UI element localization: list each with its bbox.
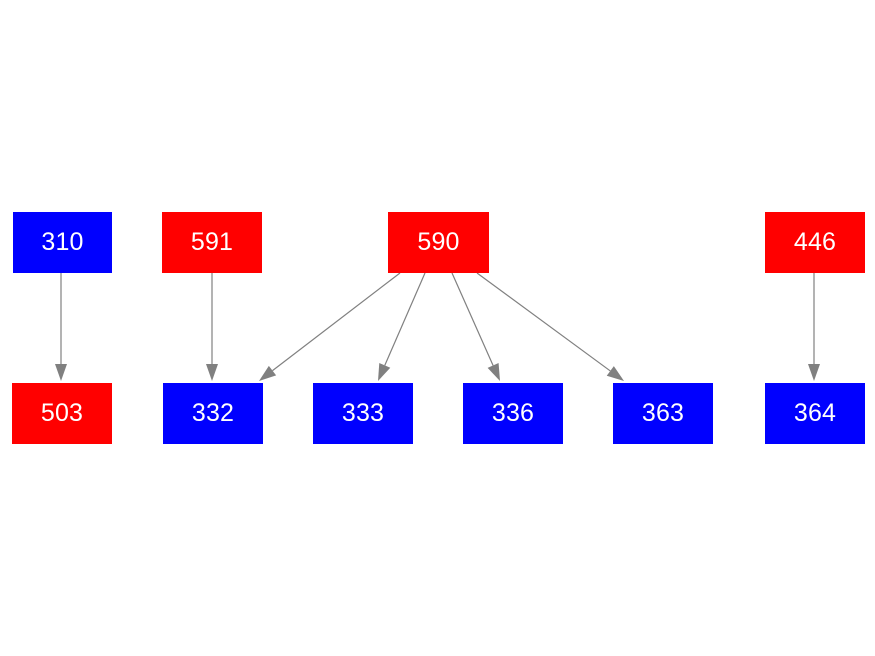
node-label: 364 — [793, 399, 837, 427]
node-label: 310 — [41, 228, 84, 256]
edge-446-to-364 — [808, 273, 820, 381]
node-label: 336 — [491, 399, 535, 427]
graph-node-336[interactable]: 336 — [463, 383, 563, 444]
node-label: 590 — [417, 228, 460, 256]
edge-line — [451, 272, 494, 366]
arrowhead-icon — [487, 363, 500, 381]
edge-line — [384, 272, 426, 366]
edge-590-to-332 — [259, 272, 401, 381]
arrowhead-icon — [378, 363, 391, 381]
graph-node-446[interactable]: 446 — [765, 212, 865, 273]
node-label: 591 — [190, 228, 234, 256]
arrowhead-icon — [606, 366, 624, 381]
graph-node-591[interactable]: 591 — [162, 212, 262, 273]
graph-node-364[interactable]: 364 — [765, 383, 865, 444]
graph-node-333[interactable]: 333 — [313, 383, 413, 444]
graph-node-590[interactable]: 590 — [388, 212, 489, 273]
edge-590-to-363 — [476, 272, 624, 381]
arrowhead-icon — [55, 364, 67, 381]
arrowhead-icon — [259, 365, 277, 381]
arrowhead-icon — [808, 364, 820, 381]
node-label: 333 — [341, 399, 385, 427]
node-label: 332 — [191, 399, 235, 427]
node-label: 363 — [641, 399, 685, 427]
node-label: 503 — [40, 399, 84, 427]
edge-590-to-336 — [451, 272, 500, 381]
graph-node-503[interactable]: 503 — [12, 383, 112, 444]
graph-node-363[interactable]: 363 — [613, 383, 713, 444]
edge-line — [476, 272, 611, 372]
edge-line — [272, 272, 401, 372]
graph-node-332[interactable]: 332 — [163, 383, 263, 444]
edge-590-to-333 — [378, 272, 426, 381]
node-label: 446 — [793, 228, 837, 256]
edge-591-to-332 — [206, 273, 218, 381]
arrowhead-icon — [206, 364, 218, 381]
graph-node-310[interactable]: 310 — [13, 212, 112, 273]
edge-310-to-503 — [55, 273, 67, 381]
